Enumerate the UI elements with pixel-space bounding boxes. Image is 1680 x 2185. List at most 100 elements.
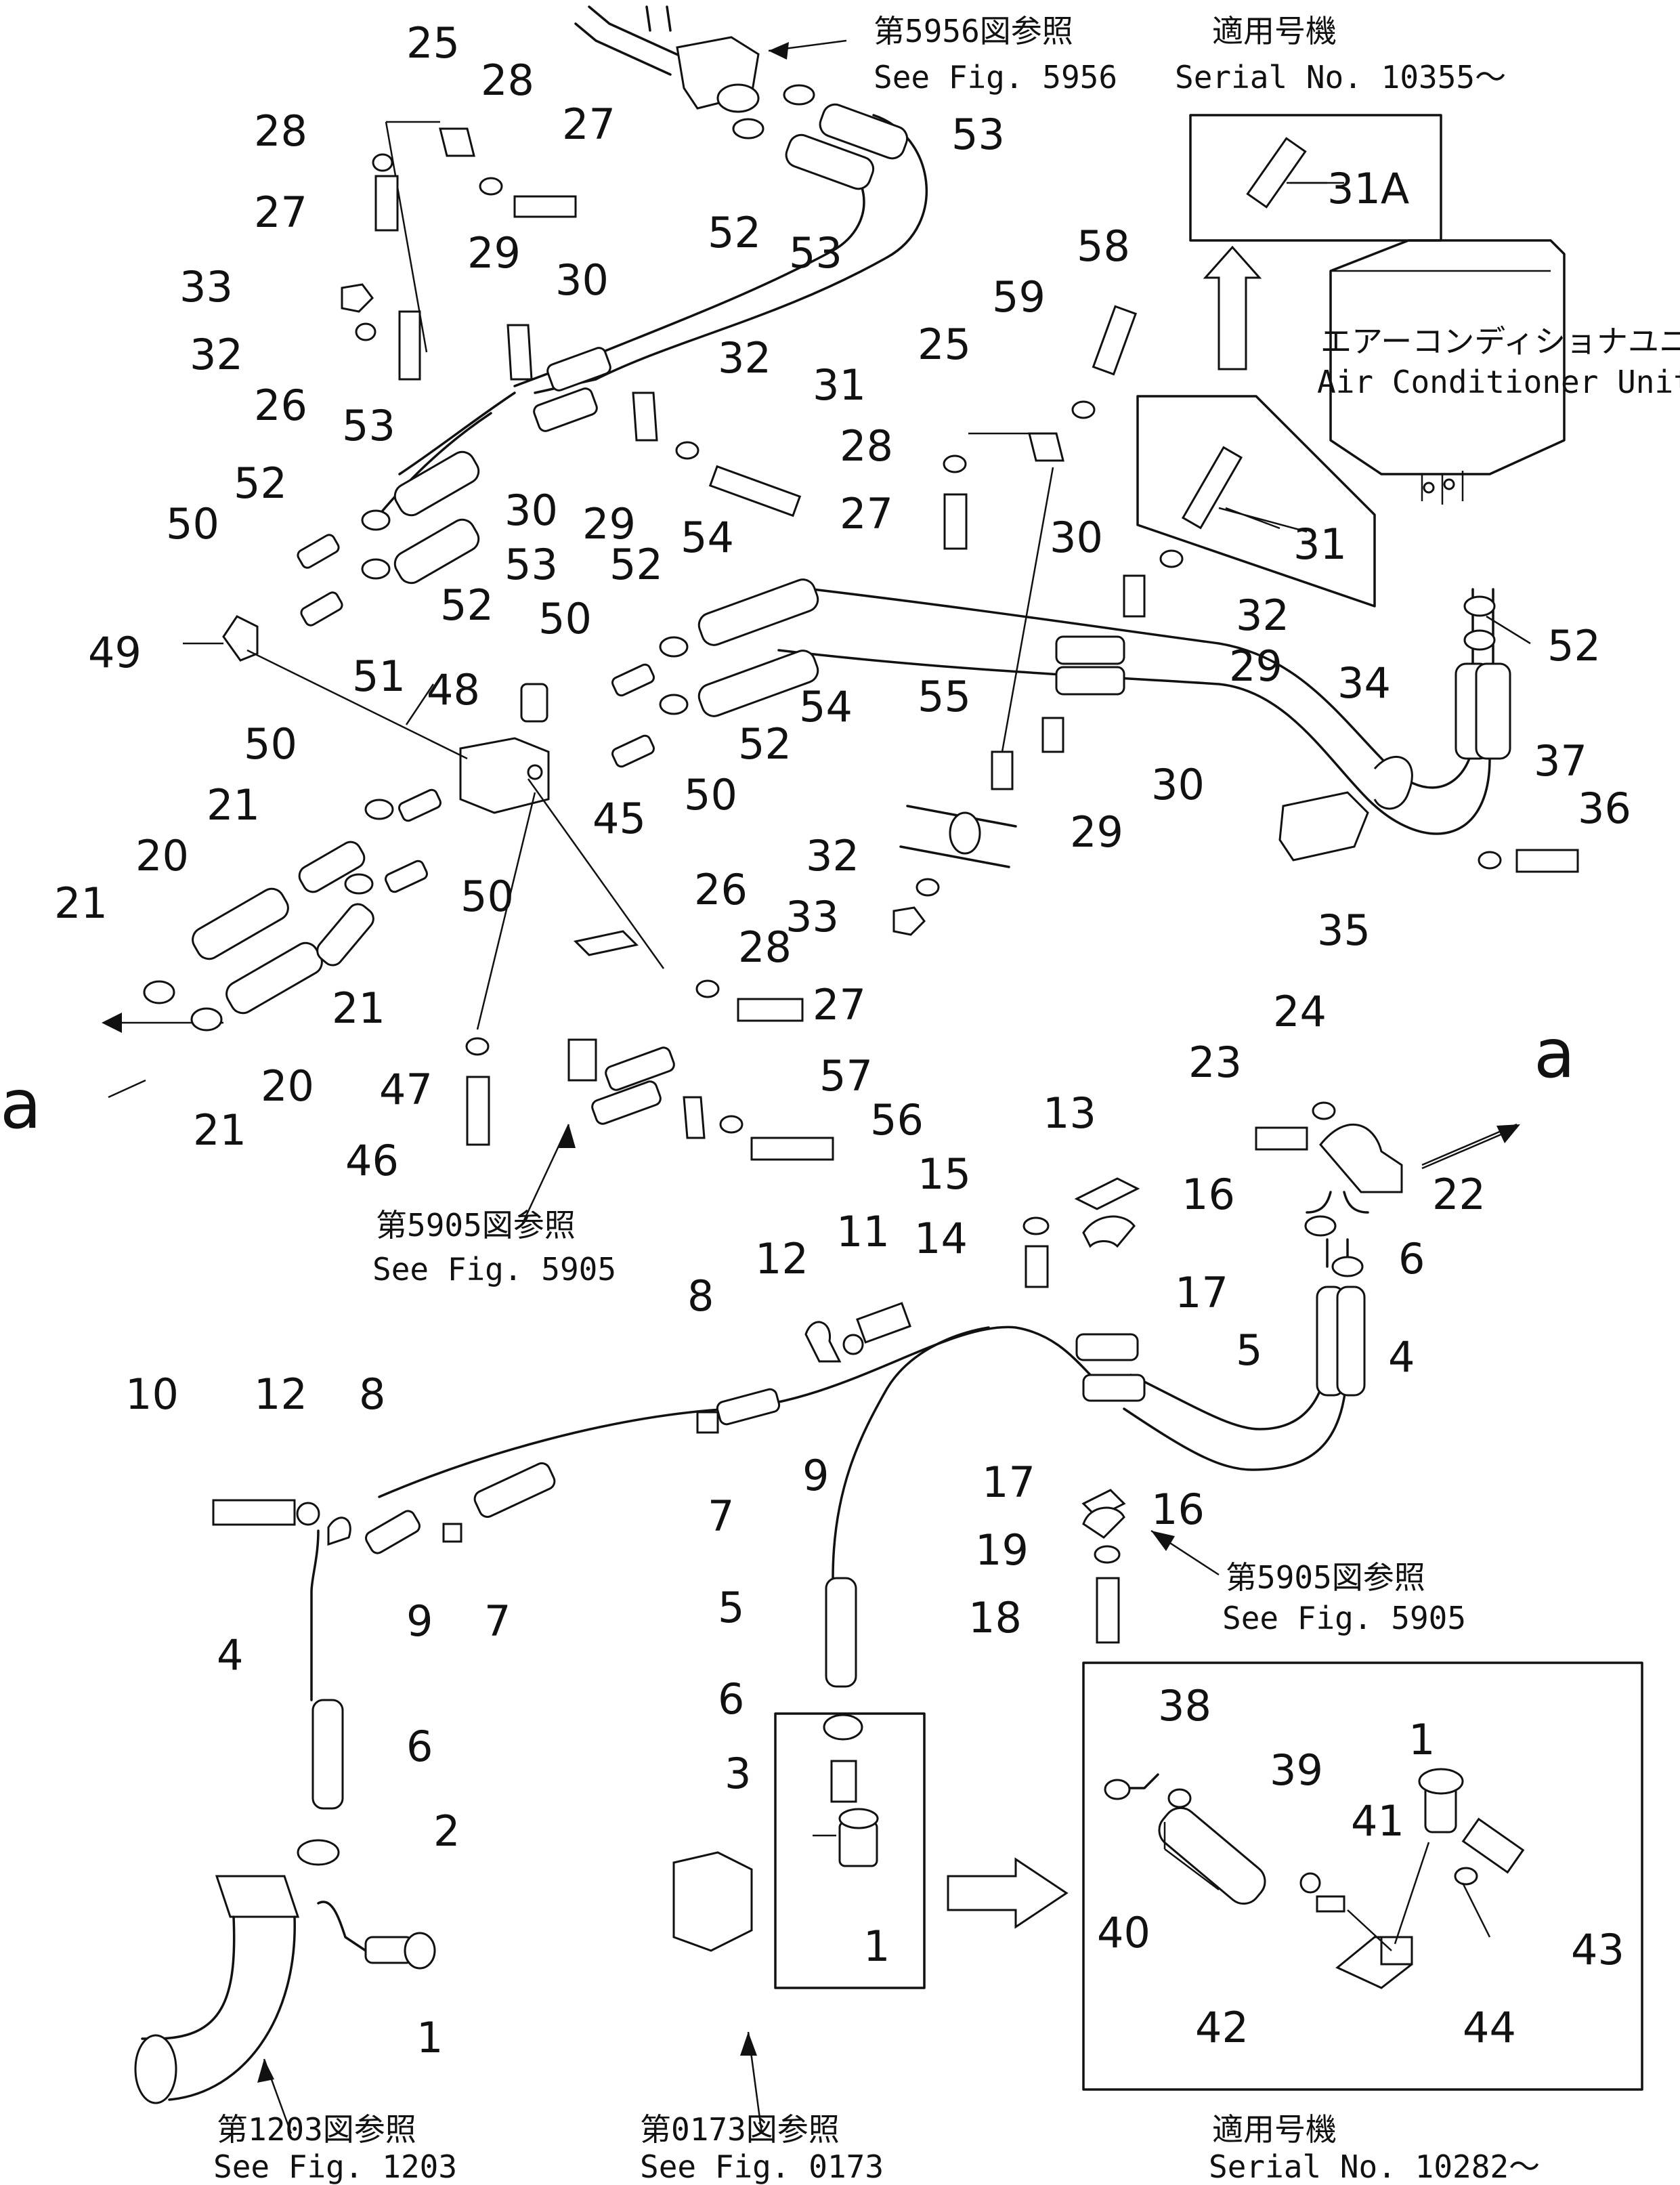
callout-28: 28 — [254, 106, 307, 156]
callout-28: 28 — [481, 56, 534, 105]
callout-46: 46 — [345, 1136, 399, 1185]
arrow-left-icon — [769, 42, 789, 60]
callout-6: 6 — [406, 1722, 433, 1771]
callout-17: 17 — [1175, 1268, 1228, 1317]
callout-54: 54 — [799, 682, 853, 731]
callout-16: 16 — [1151, 1485, 1205, 1534]
callout-50: 50 — [460, 872, 514, 921]
connector-a-right: a — [1534, 1014, 1575, 1093]
callout-47: 47 — [379, 1065, 433, 1114]
aircon-unit-drawing — [1329, 239, 1566, 505]
callout-29: 29 — [1229, 641, 1283, 691]
callout-8: 8 — [359, 1370, 385, 1419]
callout-35: 35 — [1317, 906, 1371, 955]
callout-5: 5 — [1236, 1325, 1262, 1375]
callout-28: 28 — [738, 922, 792, 972]
inset-sensor-1-box — [774, 1712, 1069, 1989]
serial-top-jp: 適用号機 — [1212, 13, 1337, 49]
callout-21: 21 — [332, 983, 385, 1033]
ref-fig5905a-en: See Fig. 5905 — [372, 1251, 616, 1288]
callout-31a: 31A — [1327, 164, 1409, 213]
callout-7: 7 — [484, 1596, 511, 1646]
ref-fig5905b-en: See Fig. 5905 — [1222, 1600, 1466, 1636]
callout-1: 1 — [1408, 1715, 1435, 1764]
callout-1: 1 — [863, 1922, 890, 1971]
arrow-up-icon — [559, 1124, 576, 1148]
callout-33: 33 — [179, 262, 233, 312]
callout-56: 56 — [870, 1095, 924, 1145]
callout-25: 25 — [918, 320, 971, 369]
connector-a-left: a — [0, 1065, 41, 1144]
callout-31: 31 — [813, 360, 866, 410]
ref-fig5905a-jp: 第5905図参照 — [376, 1207, 576, 1244]
callout-20: 20 — [261, 1061, 314, 1111]
ref-fig5956-jp: 第5956図参照 — [874, 13, 1073, 49]
callout-32: 32 — [718, 333, 771, 383]
aircon-jp: エアーコンディショナユニット — [1320, 323, 1680, 360]
callout-30: 30 — [1151, 760, 1205, 809]
callout-37: 37 — [1534, 736, 1587, 786]
callout-11: 11 — [836, 1207, 890, 1256]
callout-31: 31 — [1293, 519, 1347, 569]
callout-36: 36 — [1578, 784, 1631, 833]
callout-9: 9 — [802, 1451, 829, 1500]
callout-32: 32 — [190, 330, 243, 379]
callout-32: 32 — [806, 831, 859, 881]
callout-18: 18 — [968, 1593, 1022, 1642]
callout-8: 8 — [687, 1271, 714, 1321]
callout-14: 14 — [914, 1214, 968, 1263]
ref-fig0173-en: See Fig. 0173 — [640, 2148, 884, 2185]
callout-55: 55 — [918, 672, 971, 721]
callout-20: 20 — [135, 831, 189, 881]
callout-29: 29 — [1070, 807, 1123, 857]
callout-39: 39 — [1270, 1745, 1323, 1795]
callout-4: 4 — [1388, 1332, 1415, 1382]
callout-59: 59 — [992, 272, 1046, 322]
callout-52: 52 — [708, 208, 761, 257]
callout-57: 57 — [819, 1051, 873, 1101]
arrow-up-icon — [1203, 245, 1262, 370]
callout-52: 52 — [1547, 621, 1601, 671]
callout-25: 25 — [406, 18, 460, 68]
callout-27: 27 — [813, 980, 866, 1030]
callout-12: 12 — [254, 1370, 307, 1419]
callout-21: 21 — [207, 780, 260, 830]
callout-42: 42 — [1195, 2003, 1249, 2052]
callout-30: 30 — [1050, 513, 1103, 562]
callout-26: 26 — [254, 381, 307, 430]
callout-29: 29 — [582, 499, 636, 549]
callout-49: 49 — [88, 628, 142, 677]
callouts: 31A 25 28 28 27 27 33 32 26 29 30 53 52 … — [54, 18, 1631, 2062]
callout-41: 41 — [1351, 1796, 1404, 1846]
ref-fig0173-jp: 第0173図参照 — [640, 2111, 840, 2148]
callout-10: 10 — [125, 1370, 179, 1419]
reference-notes: 第5956図参照 See Fig. 5956 適用号機 Serial No. 1… — [213, 13, 1680, 2185]
callout-3: 3 — [725, 1749, 751, 1798]
callout-2: 2 — [433, 1806, 460, 1856]
callout-24: 24 — [1273, 987, 1327, 1036]
callout-21: 21 — [193, 1105, 246, 1155]
callout-30: 30 — [555, 255, 609, 305]
callout-15: 15 — [918, 1149, 971, 1199]
callout-34: 34 — [1337, 658, 1391, 708]
inset-serial-10282-box — [1082, 1661, 1643, 2091]
inset-31-box — [1136, 395, 1376, 608]
callout-19: 19 — [975, 1525, 1029, 1575]
callout-13: 13 — [1043, 1088, 1096, 1138]
serial-top-en: Serial No. 10355～ — [1175, 59, 1506, 96]
ref-fig5905b-jp: 第5905図参照 — [1226, 1559, 1425, 1596]
callout-38: 38 — [1158, 1681, 1211, 1731]
connector-labels: a a — [0, 1014, 1575, 1144]
callout-51: 51 — [352, 652, 406, 701]
callout-50: 50 — [244, 719, 297, 769]
callout-40: 40 — [1097, 1908, 1150, 1957]
callout-50: 50 — [538, 594, 592, 643]
callout-7: 7 — [708, 1491, 734, 1541]
callout-29: 29 — [467, 228, 521, 278]
callout-9: 9 — [406, 1596, 433, 1646]
inset-31a-box — [1189, 114, 1442, 370]
callout-52: 52 — [234, 459, 287, 508]
callout-50: 50 — [166, 499, 219, 549]
callout-52: 52 — [440, 580, 494, 630]
